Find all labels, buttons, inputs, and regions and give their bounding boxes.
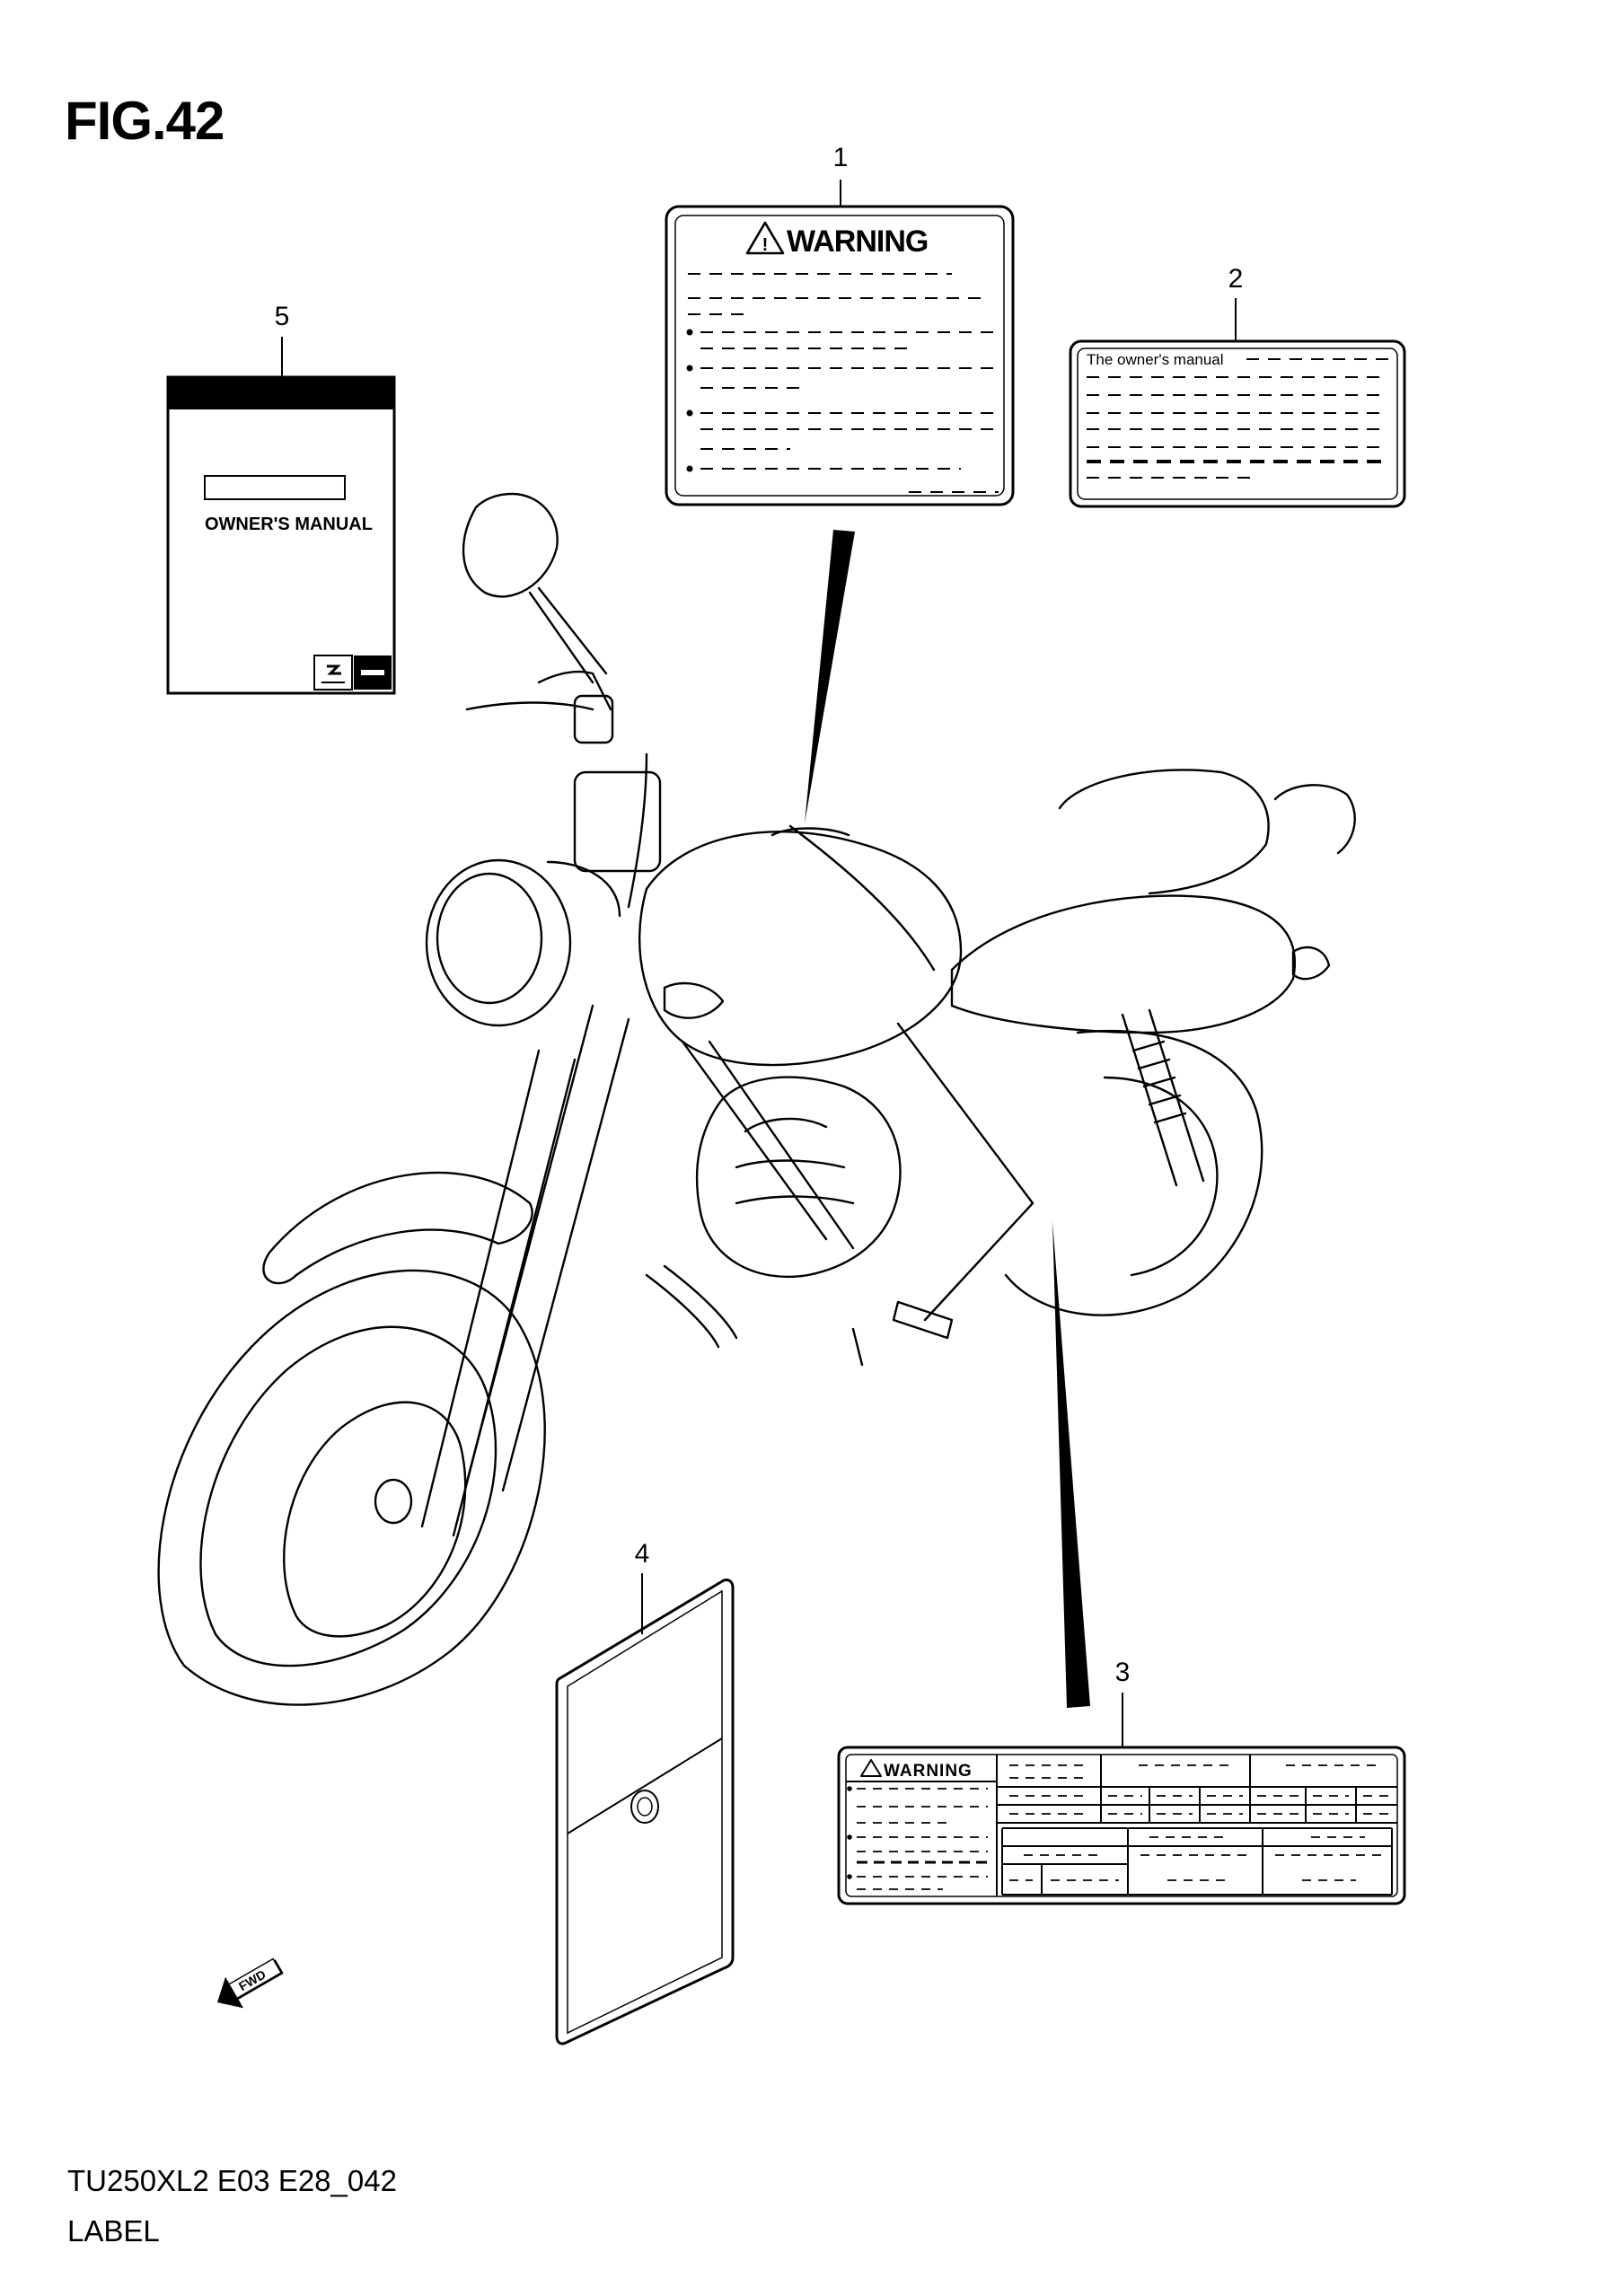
owners-manual-label-part-2: 2 The owner's manual [1069,264,1406,508]
small-warning-bullets [847,1786,852,1879]
figure-title: FIG.42 [65,91,225,151]
leader-wedges [805,530,1090,1708]
leader-wedge-1 [805,530,855,823]
part-number-2: 2 [1228,264,1244,294]
fwd-arrow-icon: FWD [217,1957,284,2009]
small-warning-text-placeholder [857,1788,988,1890]
brand-logo-icon [321,664,345,683]
warning-triangle-icon: ! [745,221,785,255]
manual-text-placeholder [1087,358,1388,479]
warning-heading: WARNING [787,224,928,259]
motorcycle-illustration [157,492,1356,1706]
manual-cover-title: OWNER'S MANUAL [205,515,373,534]
part-number-1: 1 [833,143,849,172]
spec-table-grid [997,1755,1397,1896]
part-number-4: 4 [635,1539,650,1569]
part-number-5: 5 [275,302,290,331]
warning-label-part-1: 1 ! WARNING [665,143,1015,506]
manual-note-text: The owner's manual [1087,351,1224,368]
warning-text-placeholder [688,273,999,493]
warning-bullets [686,329,693,472]
info-warning-label-part-3: 3 WARNING [837,1658,1406,1905]
leader-wedge-3 [1052,1221,1090,1708]
diagram-code: TU250XL2 E03 E28_042 [67,2164,397,2197]
owners-manual-part-5: 5 OWNER'S MANUAL [166,302,396,695]
part-number-3: 3 [1115,1658,1131,1687]
svg-text:!: ! [762,235,769,255]
spec-table-text-placeholder [1009,1764,1392,1881]
plate-label-part-4: 4 [555,1539,735,2045]
warning-triangle-small-icon [860,1759,882,1777]
warning-heading-small: WARNING [884,1762,973,1781]
diagram-caption: LABEL [67,2214,160,2248]
